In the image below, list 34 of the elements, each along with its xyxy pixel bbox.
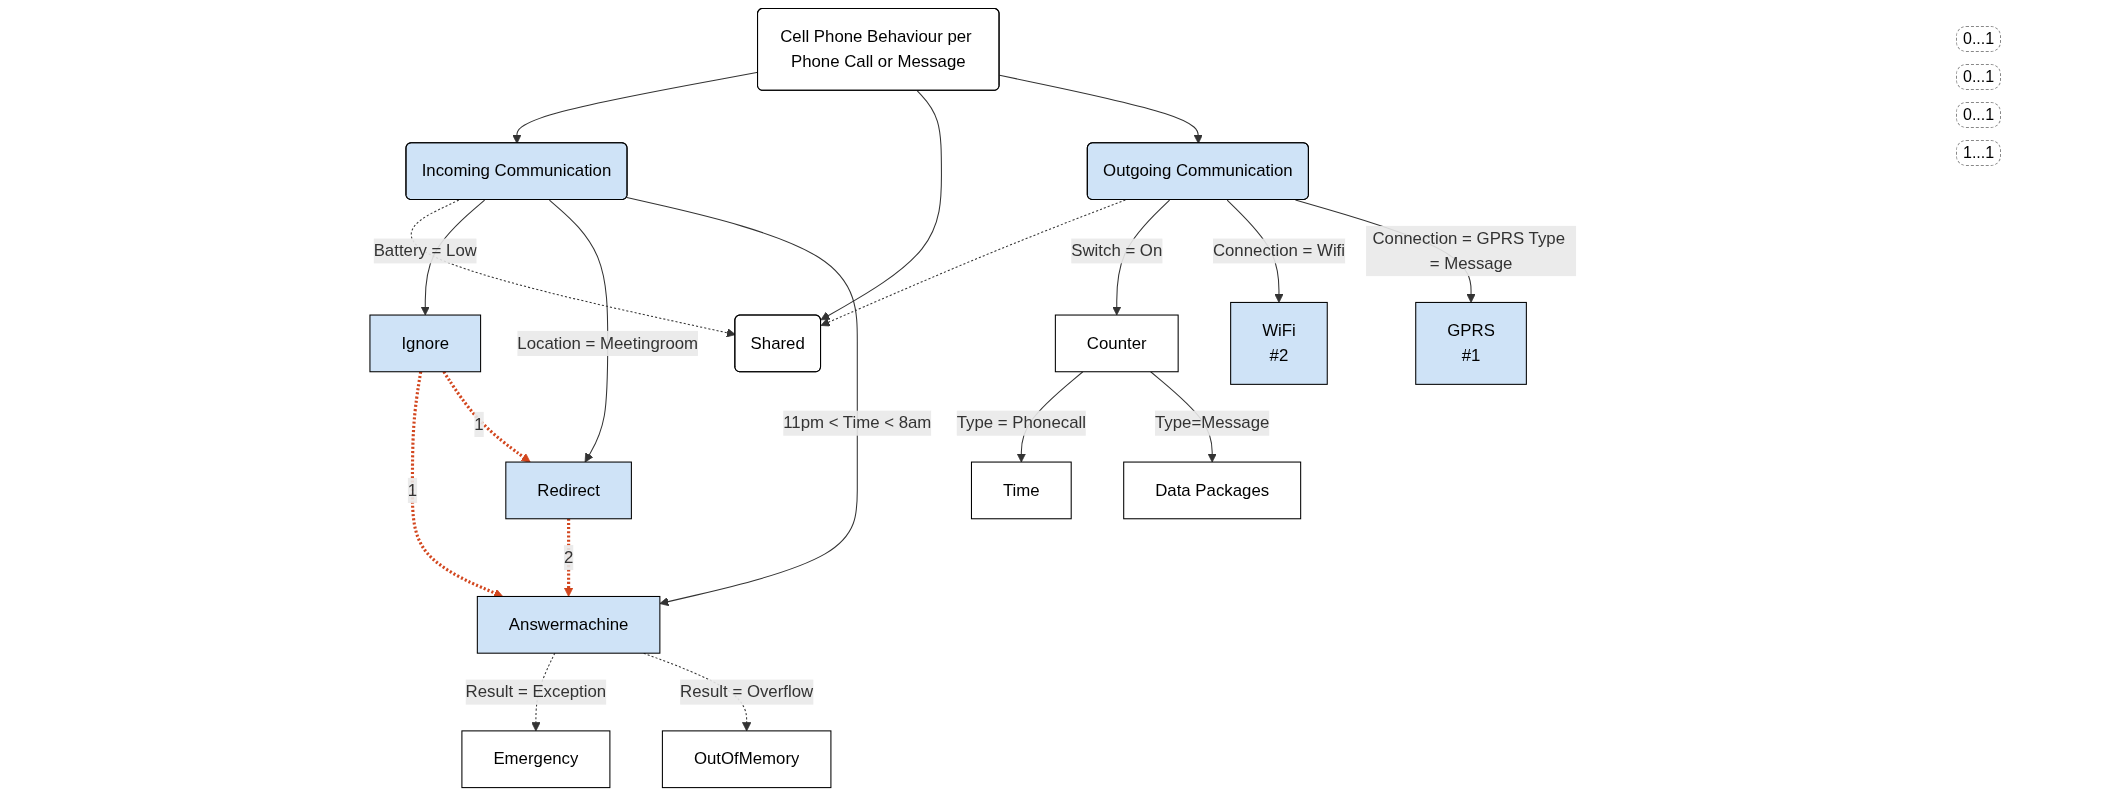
arrow <box>442 370 531 463</box>
arrow <box>410 371 504 598</box>
arrow <box>820 90 942 321</box>
edge-label: Connection = GPRS Type = Message <box>1372 228 1565 272</box>
edge-label: 1 <box>474 414 484 433</box>
edge-label: Battery = Low <box>373 241 477 260</box>
node-box: WiFi #2 <box>1230 301 1328 385</box>
cardinality-label: 0...1 <box>1956 64 2002 90</box>
node-box: OutOfMemory <box>661 730 832 789</box>
node-box: Counter <box>1054 314 1179 373</box>
edge-label: Result = Exception <box>465 682 607 701</box>
edge-label: Result = Overflow <box>680 682 814 701</box>
edge-label: 2 <box>563 548 574 567</box>
node-box: Time <box>970 461 1072 520</box>
arrow <box>999 74 1203 144</box>
edge-label: Type=Message <box>1154 413 1270 432</box>
node-box: Emergency <box>461 730 611 789</box>
node-box: GPRS #1 <box>1415 301 1527 385</box>
node-box: Answermachine <box>476 595 661 654</box>
cardinality-label: 1...1 <box>1956 140 2002 166</box>
node-box: Data Packages <box>1123 461 1302 520</box>
arrow <box>626 196 858 607</box>
edge-label: 11pm < Time < 8am <box>783 413 932 432</box>
node-box: Ignore <box>369 314 482 373</box>
edge-label: Switch = On <box>1071 241 1163 260</box>
edge-label: Type = Phonecall <box>956 413 1087 432</box>
edge-label: Connection = Wifi <box>1212 241 1346 260</box>
arrow <box>548 199 609 463</box>
edge-label: Location = Meetingroom <box>517 333 699 352</box>
cardinality-label: 0...1 <box>1956 26 2002 52</box>
edge-label: 1 <box>407 480 418 499</box>
cardinality-label: 0...1 <box>1956 102 2002 128</box>
arrow <box>820 199 1126 327</box>
node-box: Redirect <box>505 461 632 520</box>
